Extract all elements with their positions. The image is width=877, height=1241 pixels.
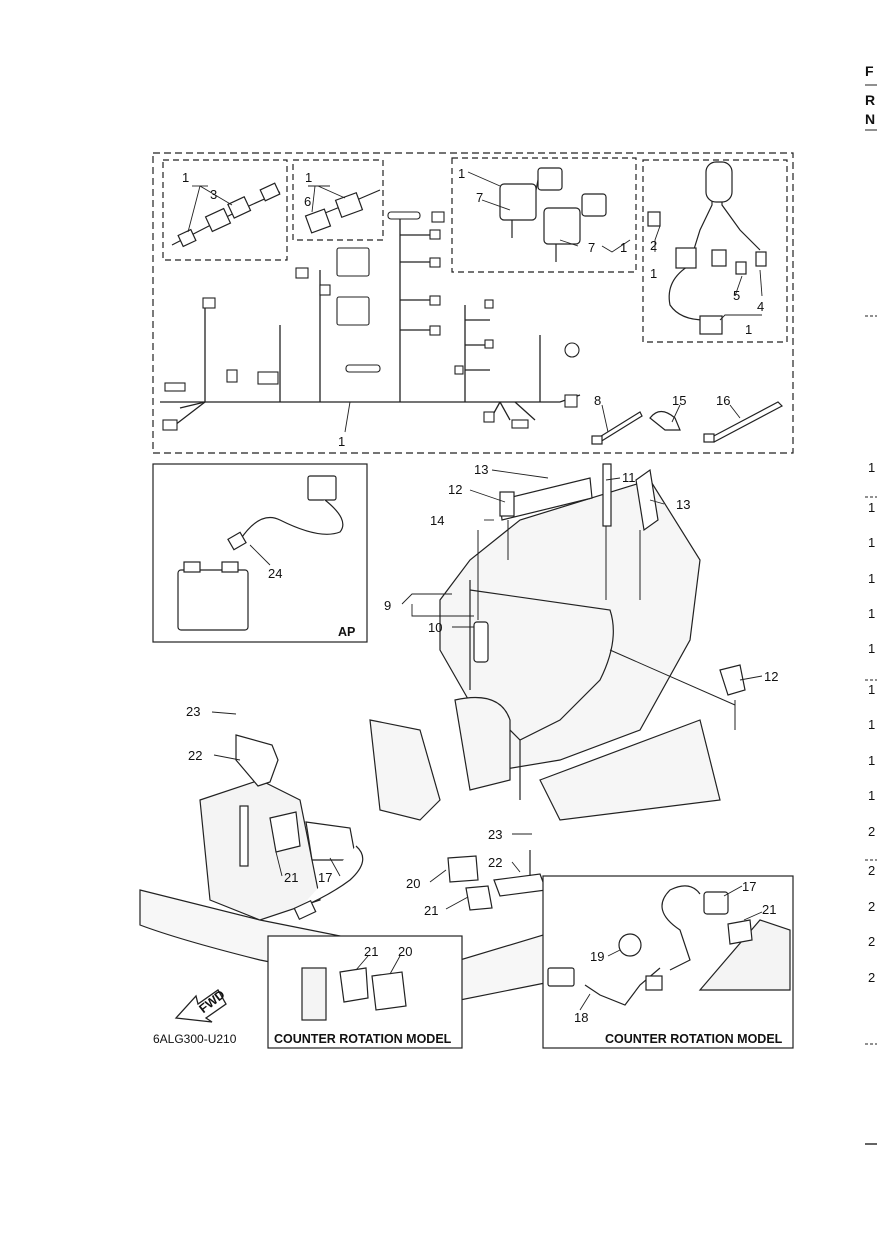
callout-1f: 1	[745, 322, 752, 337]
callout-21c: 21	[364, 944, 378, 959]
callout-2: 2	[650, 238, 657, 253]
main-wire-harness	[160, 215, 581, 426]
callout-3: 3	[210, 187, 217, 202]
callout-10: 10	[428, 620, 442, 635]
callout-21b: 21	[424, 903, 438, 918]
svg-text:1: 1	[868, 500, 875, 515]
ap-label: AP	[338, 625, 355, 639]
callout-1e: 1	[650, 266, 657, 281]
callout-12b: 12	[764, 669, 778, 684]
engine-lines	[477, 520, 736, 730]
edge-letter-r: R	[865, 92, 875, 108]
harness-connectors	[162, 211, 580, 431]
callout-20b: 20	[398, 944, 412, 959]
counter-rotation-box-right	[542, 875, 794, 1049]
callout-12a: 12	[448, 482, 462, 497]
edge-letter-n: N	[865, 111, 875, 127]
svg-text:1: 1	[868, 606, 875, 621]
callout-1b: 1	[305, 170, 312, 185]
harness-assembly-box	[152, 152, 794, 454]
callout-1g: 1	[338, 434, 345, 449]
callout-7b: 7	[588, 240, 595, 255]
callout-13b: 13	[676, 497, 690, 512]
callout-20a: 20	[406, 876, 420, 891]
connector-6-drawing	[304, 189, 381, 234]
svg-text:2: 2	[868, 934, 875, 949]
callout-19: 19	[590, 949, 604, 964]
callout-23b: 23	[488, 827, 502, 842]
fwd-arrow: FWD	[174, 987, 228, 1023]
right-edge-index: F R N 1 1 1 1 1 1 1 1 1 1 2 2 2 2 2	[865, 63, 877, 1145]
lower-cowling-drawing	[139, 734, 641, 1001]
svg-text:1: 1	[868, 460, 875, 475]
callout-21d: 21	[762, 902, 776, 917]
counter-rotation-label-left: COUNTER ROTATION MODEL	[274, 1032, 452, 1046]
svg-text:2: 2	[868, 970, 875, 985]
callout-1c: 1	[458, 166, 465, 181]
callout-17a: 17	[318, 870, 332, 885]
callout-1d: 1	[620, 240, 627, 255]
callout-4: 4	[757, 299, 764, 314]
callout-11: 11	[622, 470, 636, 485]
figure-code: 6ALG300-U210	[153, 1032, 237, 1046]
svg-text:1: 1	[868, 753, 875, 768]
svg-text:1: 1	[868, 788, 875, 803]
svg-text:2: 2	[868, 824, 875, 839]
svg-text:1: 1	[868, 535, 875, 550]
svg-text:1: 1	[868, 641, 875, 656]
engine-bracket-drawing	[369, 463, 746, 821]
connector-3-drawing	[171, 182, 281, 248]
svg-text:2: 2	[868, 899, 875, 914]
callout-7a: 7	[476, 190, 483, 205]
edge-letter-f: F	[865, 63, 874, 79]
callouts: 1 3 1 6 1 7 7 1 2 1 5 4 1 1 8 15 16 24 1…	[182, 166, 778, 1025]
callout-9: 9	[384, 598, 391, 613]
leader-lines	[187, 171, 763, 1011]
callout-15: 15	[672, 393, 686, 408]
callout-5: 5	[733, 288, 740, 303]
callout-13a: 13	[474, 462, 488, 477]
svg-text:1: 1	[868, 682, 875, 697]
callout-18: 18	[574, 1010, 588, 1025]
callout-6: 6	[304, 194, 311, 209]
counter-rotation-label-right: COUNTER ROTATION MODEL	[605, 1032, 783, 1046]
callout-24: 24	[268, 566, 282, 581]
callout-22a: 22	[188, 748, 202, 763]
callout-21a: 21	[284, 870, 298, 885]
callout-16: 16	[716, 393, 730, 408]
svg-text:2: 2	[868, 863, 875, 878]
callout-14: 14	[430, 513, 444, 528]
relay-7-drawing	[499, 167, 607, 262]
svg-text:1: 1	[868, 571, 875, 586]
callout-1a: 1	[182, 170, 189, 185]
callout-17b: 17	[742, 879, 756, 894]
callout-23a: 23	[186, 704, 200, 719]
tie-straps	[591, 401, 783, 445]
callout-22b: 22	[488, 855, 502, 870]
callout-8: 8	[594, 393, 601, 408]
counter-rotation-box-left	[267, 935, 463, 1049]
ap-box	[152, 463, 368, 643]
sensor-harness-drawing	[647, 161, 767, 335]
svg-text:1: 1	[868, 717, 875, 732]
